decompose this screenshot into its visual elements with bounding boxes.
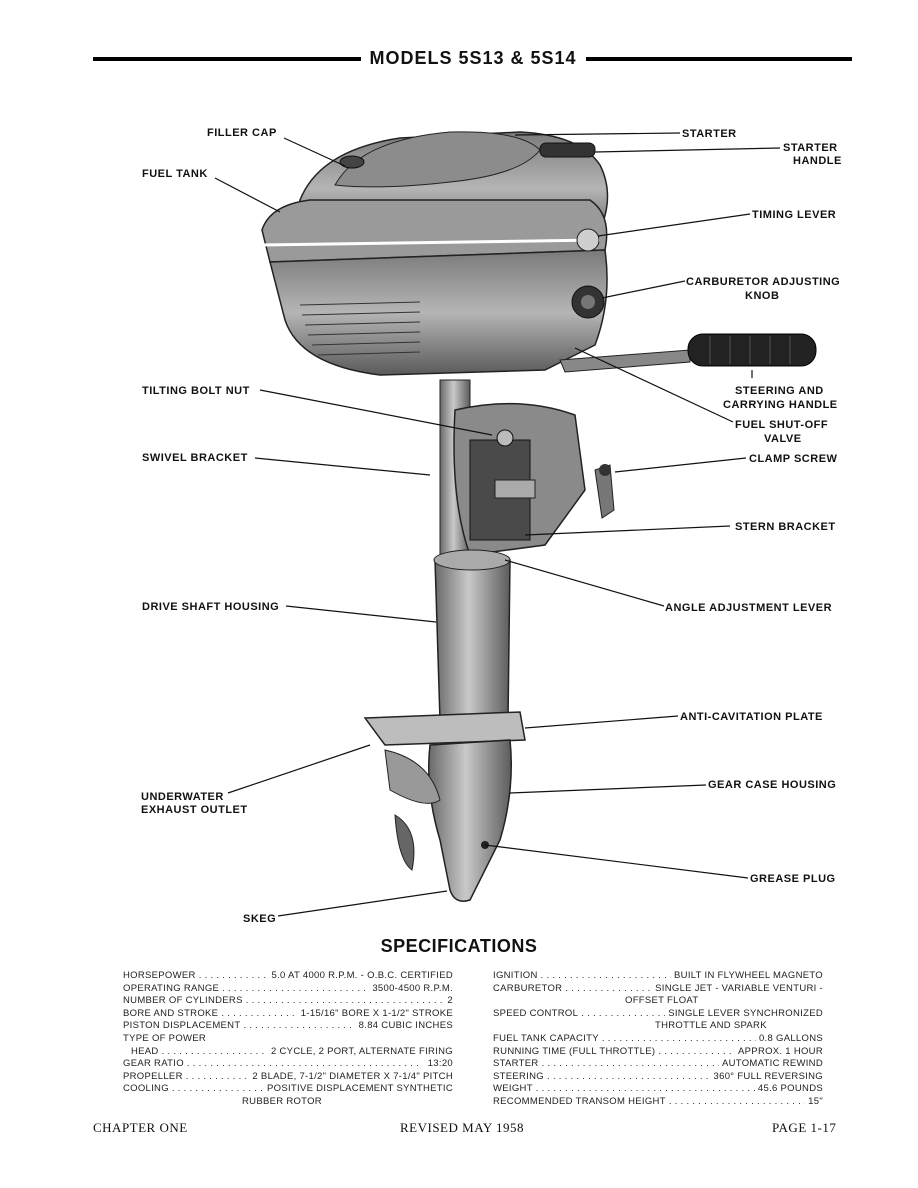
drive-shaft-housing (433, 549, 511, 721)
specs-left-column: HORSEPOWER5.0 AT 4000 R.P.M. - O.B.C. CE… (123, 970, 453, 1109)
label-fuel-tank: FUEL TANK (142, 168, 208, 180)
spec-row: PROPELLER2 BLADE, 7-1/2" DIAMETER X 7-1/… (123, 1071, 453, 1084)
specifications-title: SPECIFICATIONS (380, 936, 538, 956)
spec-row: COOLINGPOSITIVE DISPLACEMENT SYNTHETIC (123, 1083, 453, 1096)
label-timing-lever: TIMING LEVER (752, 209, 837, 221)
outboard-motor-illustration (214, 131, 817, 917)
label-carburetor-2: KNOB (745, 290, 780, 302)
spec-row: IGNITIONBUILT IN FLYWHEEL MAGNETO (493, 970, 823, 983)
leader-lines (214, 132, 781, 917)
label-starter-handle-1: STARTER (783, 142, 838, 154)
label-carburetor-1: CARBURETOR ADJUSTING (686, 276, 841, 288)
footer-chapter: CHAPTER ONE (93, 1120, 188, 1135)
label-anti-cavitation-plate: ANTI-CAVITATION PLATE (680, 711, 823, 723)
header-rule-right (586, 57, 852, 61)
page-title: MODELS 5S13 & 5S14 (369, 48, 577, 68)
spec-row-continuation: RUBBER ROTOR (242, 1095, 322, 1107)
spec-row: GEAR RATIO13:20 (123, 1058, 453, 1071)
spec-row-continuation: THROTTLE AND SPARK (655, 1020, 767, 1032)
spec-row: BORE AND STROKE1-15/16" BORE X 1-1/2" ST… (123, 1008, 453, 1021)
specs-right-column: IGNITIONBUILT IN FLYWHEEL MAGNETO CARBUR… (493, 970, 823, 1109)
header-rule-left (93, 57, 361, 61)
label-stern-bracket: STERN BRACKET (735, 521, 836, 533)
label-clamp-screw: CLAMP SCREW (749, 453, 838, 465)
spec-row: FUEL TANK CAPACITY0.8 GALLONS (493, 1033, 823, 1046)
spec-row: TYPE OF POWER (123, 1032, 207, 1044)
spec-row: NUMBER OF CYLINDERS2 (123, 995, 453, 1008)
bracket-assembly (439, 379, 615, 561)
label-angle-adjustment-lever: ANGLE ADJUSTMENT LEVER (665, 602, 833, 614)
label-fuel-shutoff-1: FUEL SHUT-OFF (735, 419, 829, 431)
label-grease-plug: GREASE PLUG (750, 873, 836, 885)
spec-row: CARBURETORSINGLE JET - VARIABLE VENTURI … (493, 983, 823, 996)
label-tilting-bolt-nut: TILTING BOLT NUT (142, 385, 250, 397)
label-gear-case-housing: GEAR CASE HOUSING (708, 779, 837, 791)
label-steering-2: CARRYING HANDLE (723, 399, 838, 411)
spec-row: STEERING360° FULL REVERSING (493, 1071, 823, 1084)
label-steering-1: STEERING AND (735, 385, 824, 397)
spec-row: RECOMMENDED TRANSOM HEIGHT15" (493, 1096, 823, 1109)
spec-row: SPEED CONTROLSINGLE LEVER SYNCHRONIZED (493, 1008, 823, 1021)
label-skeg: SKEG (243, 913, 277, 925)
powerhead (269, 228, 608, 376)
fuel-tank (261, 199, 608, 263)
spec-row: STARTERAUTOMATIC REWIND (493, 1058, 823, 1071)
spec-row: PISTON DISPLACEMENT8.84 CUBIC INCHES (123, 1020, 453, 1033)
label-fuel-shutoff-2: VALVE (764, 433, 802, 445)
label-filler-cap: FILLER CAP (207, 127, 277, 139)
label-starter: STARTER (682, 128, 737, 140)
spec-row-continuation: OFFSET FLOAT (625, 995, 699, 1007)
label-swivel-bracket: SWIVEL BRACKET (142, 452, 248, 464)
spec-row: OPERATING RANGE3500-4500 R.P.M. (123, 983, 453, 996)
spec-row: HEAD2 CYCLE, 2 PORT, ALTERNATE FIRING (123, 1046, 453, 1059)
anti-cavitation-plate (363, 711, 526, 746)
label-underwater-2: EXHAUST OUTLET (141, 804, 248, 816)
spec-row: WEIGHT45.6 POUNDS (493, 1083, 823, 1096)
label-drive-shaft-housing: DRIVE SHAFT HOUSING (142, 601, 280, 613)
label-underwater-1: UNDERWATER (141, 791, 224, 803)
footer-page-number: PAGE 1-17 (772, 1120, 837, 1135)
spec-row: HORSEPOWER5.0 AT 4000 R.P.M. - O.B.C. CE… (123, 970, 453, 983)
footer-revised: REVISED MAY 1958 (400, 1120, 525, 1135)
steering-handle (559, 333, 817, 373)
spec-row: RUNNING TIME (FULL THROTTLE)APPROX. 1 HO… (493, 1046, 823, 1059)
gear-case (384, 739, 512, 902)
label-starter-handle-2: HANDLE (793, 155, 842, 167)
